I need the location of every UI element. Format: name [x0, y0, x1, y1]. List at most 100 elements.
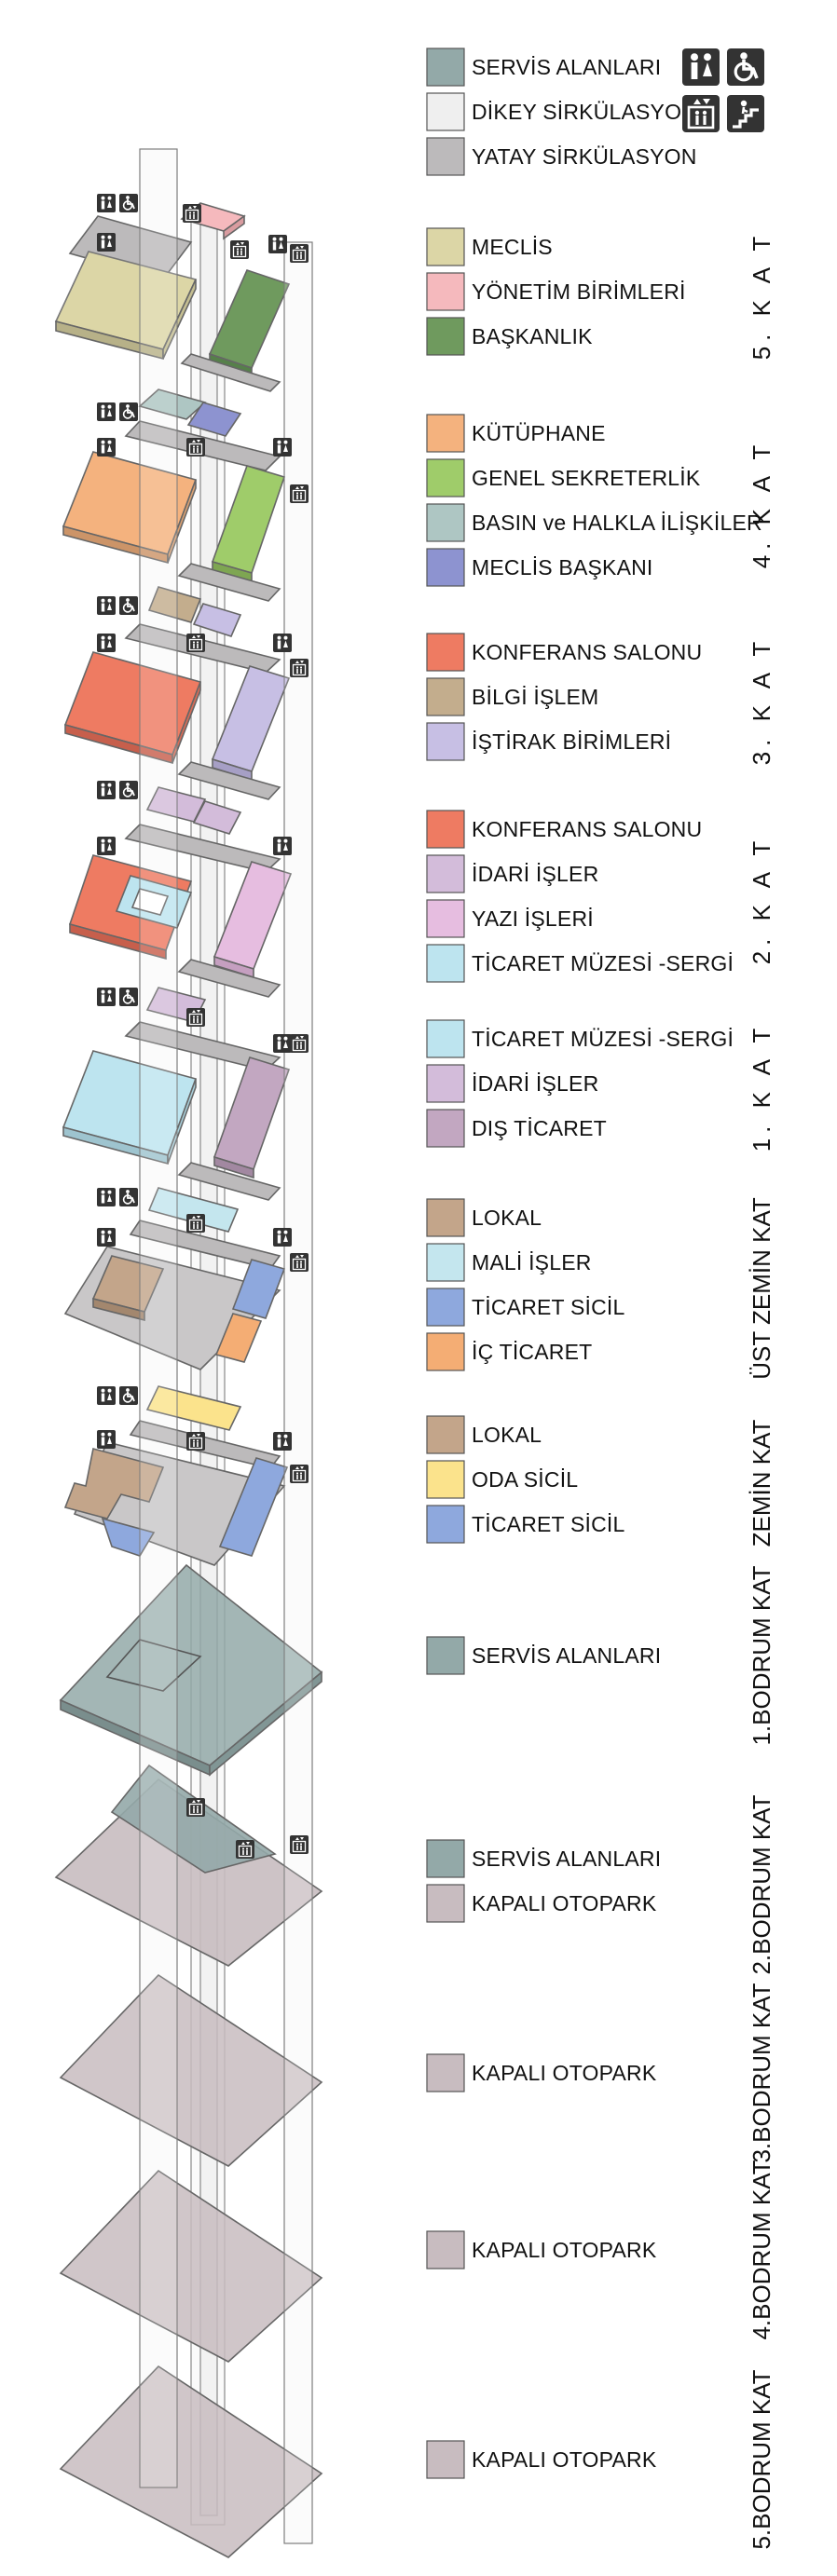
elevator-icon — [185, 1213, 206, 1233]
legend-item-3: KONFERANS SALONU — [426, 633, 702, 672]
legend-item-3: İŞTİRAK BİRİMLERİ — [426, 722, 671, 761]
floor-label-4: 4. K A T — [748, 440, 775, 569]
restroom-icon — [273, 634, 292, 652]
legend-swatch — [426, 227, 465, 266]
legend-label: İÇ TİCARET — [472, 1340, 592, 1364]
legend-swatch — [426, 810, 465, 849]
legend-swatch — [426, 548, 465, 587]
restroom-icon — [97, 1188, 116, 1206]
elevator-icon — [229, 239, 250, 260]
legend-swatch — [426, 272, 465, 311]
legend-general-item: DİKEY SİRKÜLASYON — [426, 92, 697, 131]
legend-swatch — [426, 458, 465, 497]
elevator-icon — [289, 658, 309, 678]
wheelchair-icon — [118, 402, 139, 422]
stairs-icon — [725, 93, 766, 134]
legend-label: KONFERANS SALONU — [472, 817, 702, 841]
legend-label: TİCARET MÜZESİ -SERGİ — [472, 951, 734, 975]
restroom-icon — [273, 837, 292, 855]
floor-label-b5: 5.BODRUM KAT — [748, 2369, 775, 2549]
legend-swatch — [426, 1415, 465, 1454]
floor-b4-plan — [59, 2169, 323, 2363]
legend-item-1: TİCARET MÜZESİ -SERGİ — [426, 1019, 734, 1058]
legend-label: SERVİS ALANLARI — [472, 55, 661, 79]
legend-item-4: BASIN ve HALKLA İLİŞKİLER — [426, 503, 762, 542]
legend-item-5: YÖNETİM BİRİMLERİ — [426, 272, 686, 311]
elevator-icon — [289, 1033, 309, 1054]
legend-label: KÜTÜPHANE — [472, 421, 606, 445]
floor-b1-plan — [59, 1563, 323, 1777]
legend-general-item: SERVİS ALANLARI — [426, 48, 661, 87]
legend-swatch — [426, 137, 465, 176]
floor-5-plan — [54, 202, 291, 392]
legend-label: YATAY SİRKÜLASYON — [472, 144, 697, 169]
legend-item-b4: KAPALI OTOPARK — [426, 2230, 657, 2269]
legend-swatch — [426, 1839, 465, 1878]
elevator-icon — [182, 203, 202, 224]
floor-2-plan — [68, 786, 293, 998]
floor-label-b4: 4.BODRUM KAT — [748, 2160, 775, 2339]
floor-labels: 5. K A T4. K A T3. K A T2. K A T1. K A T… — [748, 231, 775, 2550]
legend-item-z: ODA SİCİL — [426, 1460, 578, 1499]
restroom-icon — [97, 402, 116, 421]
floor-label-5: 5. K A T — [748, 231, 775, 361]
legend-label: MECLİS BAŞKANI — [472, 555, 653, 579]
restroom-icon — [97, 837, 116, 855]
legend-item-1: İDARİ İŞLER — [426, 1064, 598, 1103]
legend-label: KAPALI OTOPARK — [472, 1891, 657, 1915]
floor-label-3: 3. K A T — [748, 636, 775, 766]
legend-label: TİCARET SİCİL — [472, 1512, 625, 1536]
legend-swatch — [426, 722, 465, 761]
legend-general-item: YATAY SİRKÜLASYON — [426, 137, 697, 176]
elevator-icon — [289, 1834, 309, 1855]
legend-label: KONFERANS SALONU — [472, 640, 702, 664]
legend-swatch — [426, 677, 465, 716]
legend-label: TİCARET SİCİL — [472, 1295, 625, 1319]
elevator-icon — [289, 484, 309, 504]
legend-item-1: DIŞ TİCARET — [426, 1109, 607, 1148]
elevator-icon — [289, 1464, 309, 1484]
legend-item-2: YAZI İŞLERİ — [426, 899, 594, 938]
legend-item-b2: SERVİS ALANLARI — [426, 1839, 661, 1878]
legend-swatch — [426, 1505, 465, 1544]
legend-swatch — [426, 1288, 465, 1327]
legend-item-2: İDARİ İŞLER — [426, 854, 598, 893]
wheelchair-icon — [118, 193, 139, 213]
legend-item-b1: SERVİS ALANLARI — [426, 1636, 661, 1675]
floor-label-z: ZEMİN KAT — [748, 1420, 775, 1547]
restroom-icon — [97, 634, 116, 652]
elevator-icon — [289, 243, 309, 264]
floor-label-b2: 2.BODRUM KAT — [748, 1794, 775, 1974]
legend-item-2: KONFERANS SALONU — [426, 810, 702, 849]
legend-label: BASIN ve HALKLA İLİŞKİLER — [472, 511, 762, 535]
legend-swatch — [426, 2440, 465, 2479]
legend-label: YÖNETİM BİRİMLERİ — [472, 279, 686, 304]
restroom-icon — [273, 1034, 292, 1053]
legend-swatch — [426, 944, 465, 983]
legend-swatch — [426, 48, 465, 87]
elevator-icon — [235, 1839, 255, 1860]
wheelchair-icon — [118, 595, 139, 616]
legend-swatch — [426, 633, 465, 672]
restroom-icon — [97, 781, 116, 799]
legend-swatch — [426, 1884, 465, 1923]
legend-swatch — [426, 1243, 465, 1282]
legend-item-4: KÜTÜPHANE — [426, 414, 606, 453]
legend-label: MECLİS — [472, 235, 553, 259]
legend-label: DIŞ TİCARET — [472, 1116, 607, 1140]
wheelchair-icon — [118, 1187, 139, 1207]
legend-swatch — [426, 503, 465, 542]
legend-label: LOKAL — [472, 1206, 542, 1230]
elevator-icon — [185, 1007, 206, 1028]
restroom-icon — [97, 194, 116, 212]
restroom-icon — [97, 596, 116, 615]
legend-label: TİCARET MÜZESİ -SERGİ — [472, 1027, 734, 1051]
legend-swatch — [426, 1109, 465, 1148]
floor-label-uz: ÜST ZEMİN KAT — [748, 1197, 775, 1380]
legend-label: BİLGİ İŞLEM — [472, 685, 598, 709]
restroom-icon — [97, 438, 116, 457]
legend-label: GENEL SEKRETERLİK — [472, 466, 701, 490]
legend-item-4: MECLİS BAŞKANI — [426, 548, 653, 587]
restroom-icon — [97, 988, 116, 1006]
